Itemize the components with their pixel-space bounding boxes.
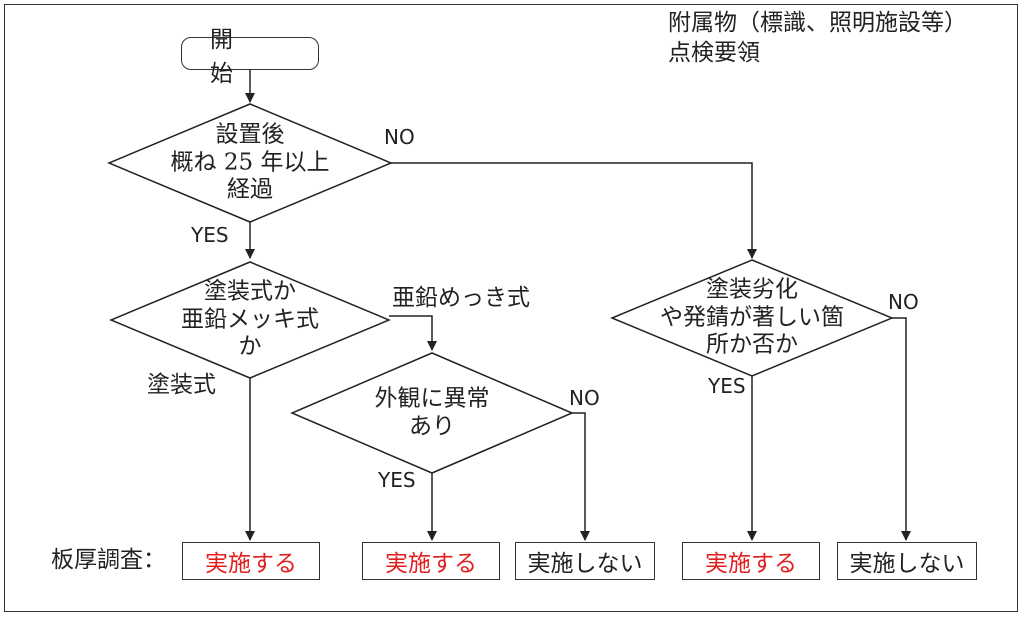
decision-appearance-line-1: 外観に異常 (374, 385, 490, 412)
start-terminal: 開 始 (181, 27, 319, 87)
decision-appearance-text: 外観に異常 あり (375, 385, 490, 440)
result-box-4-text: 実施する (705, 551, 797, 577)
decision-coating-line-1: 塗装式か (204, 278, 296, 305)
title-line-1: 附属物（標識、照明施設等） (668, 10, 967, 36)
decision-coating-right-label: 亜鉛めっき式 (392, 285, 530, 311)
result-box-1-text: 実施する (205, 551, 297, 577)
diagram-frame (4, 4, 1018, 612)
decision-coating-text: 塗装式か 亜鉛メッキ式 か (181, 279, 319, 362)
connector-deterioration-no (892, 317, 911, 541)
title-line-2: 点検要領 (668, 40, 760, 66)
decision-deterioration-no-label: NO (888, 290, 919, 314)
connector-coating-zinc (389, 315, 437, 351)
decision-age-no-label: NO (384, 125, 415, 149)
decision-coating-line-2: 亜鉛メッキ式 (181, 306, 319, 333)
decision-deterioration-text: 塗装劣化 や発錆が著しい箇 所か否か (660, 277, 844, 360)
decision-deterioration-yes-label: YES (708, 374, 746, 398)
result-box-1: 実施する (182, 542, 320, 580)
decision-deterioration-line-2: や発錆が著しい箇 (660, 304, 844, 331)
decision-age-line-3: 経過 (226, 176, 273, 203)
result-box-4: 実施する (682, 542, 820, 580)
decision-appearance-no-label: NO (569, 386, 600, 410)
connector-appearance-no (572, 412, 590, 541)
result-box-5-text: 実施しない (849, 551, 965, 577)
decision-age-line-2: 概ね 25 年以上 (170, 149, 330, 176)
decision-deterioration-line-1: 塗装劣化 (706, 276, 798, 303)
decision-age-yes-label: YES (191, 223, 229, 247)
decision-coating-line-3: か (238, 333, 262, 360)
decision-appearance-line-2: あり (409, 413, 455, 439)
decision-age-line-1: 設置後 (215, 121, 285, 148)
decision-coating-left-label: 塗装式 (147, 372, 216, 398)
connector-age-no (391, 162, 757, 259)
result-box-3-text: 実施しない (527, 551, 643, 577)
decision-appearance-yes-label: YES (378, 468, 416, 492)
result-box-3: 実施しない (515, 542, 655, 580)
thickness-survey-label: 板厚調査： (51, 547, 166, 573)
decision-deterioration-line-3: 所か否か (706, 331, 798, 358)
result-box-5: 実施しない (837, 542, 977, 580)
result-box-2-text: 実施する (385, 551, 477, 577)
decision-age-text: 設置後 概ね 25 年以上 経過 (171, 122, 330, 205)
result-box-2: 実施する (362, 542, 500, 580)
